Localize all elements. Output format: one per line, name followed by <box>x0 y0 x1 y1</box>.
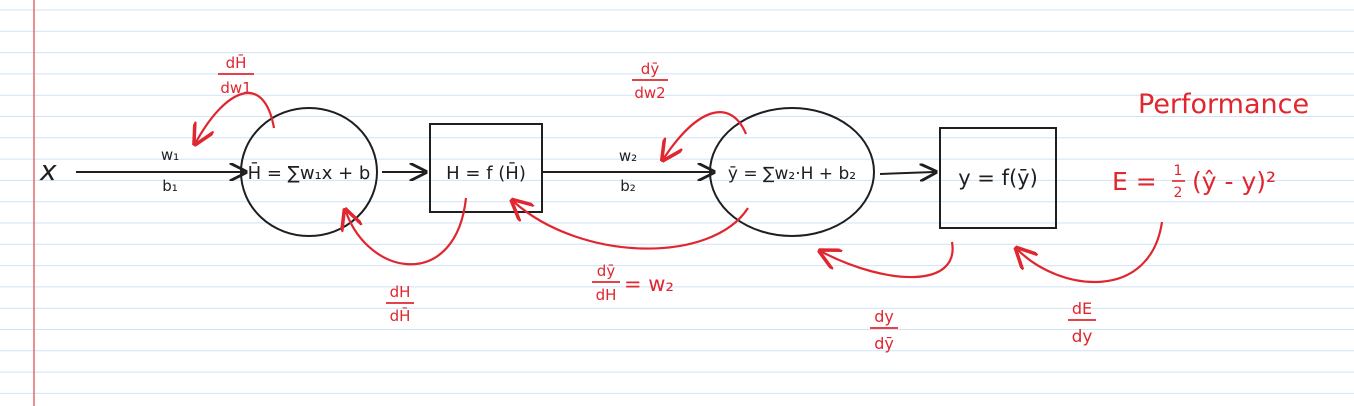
sum-node-1 <box>240 107 378 237</box>
grad-arrow-dE-dy <box>1018 221 1164 283</box>
grad-arrow-dy-dybar <box>822 241 954 279</box>
sum2-to-act2-arrow <box>879 172 934 174</box>
loss-formula-rhs: (ŷ - y)² <box>1192 167 1276 196</box>
activation-node-2-label: y = f(ȳ) <box>958 166 1038 190</box>
grad-dy-dybar-den: dȳ <box>874 334 894 353</box>
bias-b1-label: b₁ <box>162 177 178 195</box>
grad-label-dHbar-dw1: dH̄ dw1 <box>218 53 254 97</box>
weight-w1-label: w₁ <box>161 146 179 164</box>
grad-label-dybar-dH: dȳ dH = w₂ <box>592 262 674 304</box>
grad-dy-dybar-num: dy <box>874 307 894 326</box>
grad-label-dy-dw2: dȳ dw2 <box>632 60 668 102</box>
sum-node-1-label: H̄ = ∑w₁x + b <box>248 162 371 184</box>
sum-node-2 <box>709 107 875 237</box>
grad-dy-dw2-den: dw2 <box>634 84 665 102</box>
bias-b2-label: b₂ <box>620 177 636 195</box>
sum-node-2-label: ȳ = ∑w₂·H + b₂ <box>728 164 856 184</box>
activation-node-2 <box>939 127 1057 229</box>
loss-formula-half-den: 2 <box>1174 185 1183 201</box>
loss-formula: E = 1 2 (ŷ - y)² <box>1112 163 1276 201</box>
grad-arrow-dybar-dH <box>514 202 749 250</box>
grad-dH-dHbar-den: dH̄ <box>390 306 411 325</box>
grad-arrow-dHbar-dw1 <box>196 92 276 142</box>
grad-dybar-dH-num: dȳ <box>597 262 616 280</box>
activation-node-1 <box>429 123 543 213</box>
loss-formula-half-num: 1 <box>1174 163 1183 179</box>
grad-dH-dHbar-num: dH <box>390 283 411 301</box>
grad-dHbar-dw1-den: dw1 <box>220 79 251 97</box>
grad-arrow-dy-dw2 <box>664 111 748 158</box>
grad-label-dE-dy: dE dy <box>1068 299 1096 347</box>
loss-formula-lhs: E = <box>1112 167 1157 196</box>
grad-dybar-dH-den: dH <box>596 286 617 304</box>
grad-label-dH-dHbar: dH dH̄ <box>386 283 414 325</box>
grad-dy-dw2-num: dȳ <box>641 60 660 78</box>
performance-heading: Performance <box>1138 89 1309 120</box>
grad-dybar-dH-equals-w2: = w₂ <box>624 272 674 296</box>
weight-w2-label: w₂ <box>619 147 637 165</box>
grad-arrow-dH-dHbar <box>346 197 468 266</box>
ruled-lines <box>0 9 1354 394</box>
grad-dE-dy-den: dy <box>1072 327 1093 347</box>
grad-dHbar-dw1-num: dH̄ <box>226 53 247 72</box>
input-x-label: x <box>39 154 57 187</box>
activation-node-1-label: H = f (H̄) <box>446 162 526 184</box>
grad-label-dy-dybar: dy dȳ <box>870 307 898 353</box>
grad-dE-dy-num: dE <box>1072 299 1092 318</box>
